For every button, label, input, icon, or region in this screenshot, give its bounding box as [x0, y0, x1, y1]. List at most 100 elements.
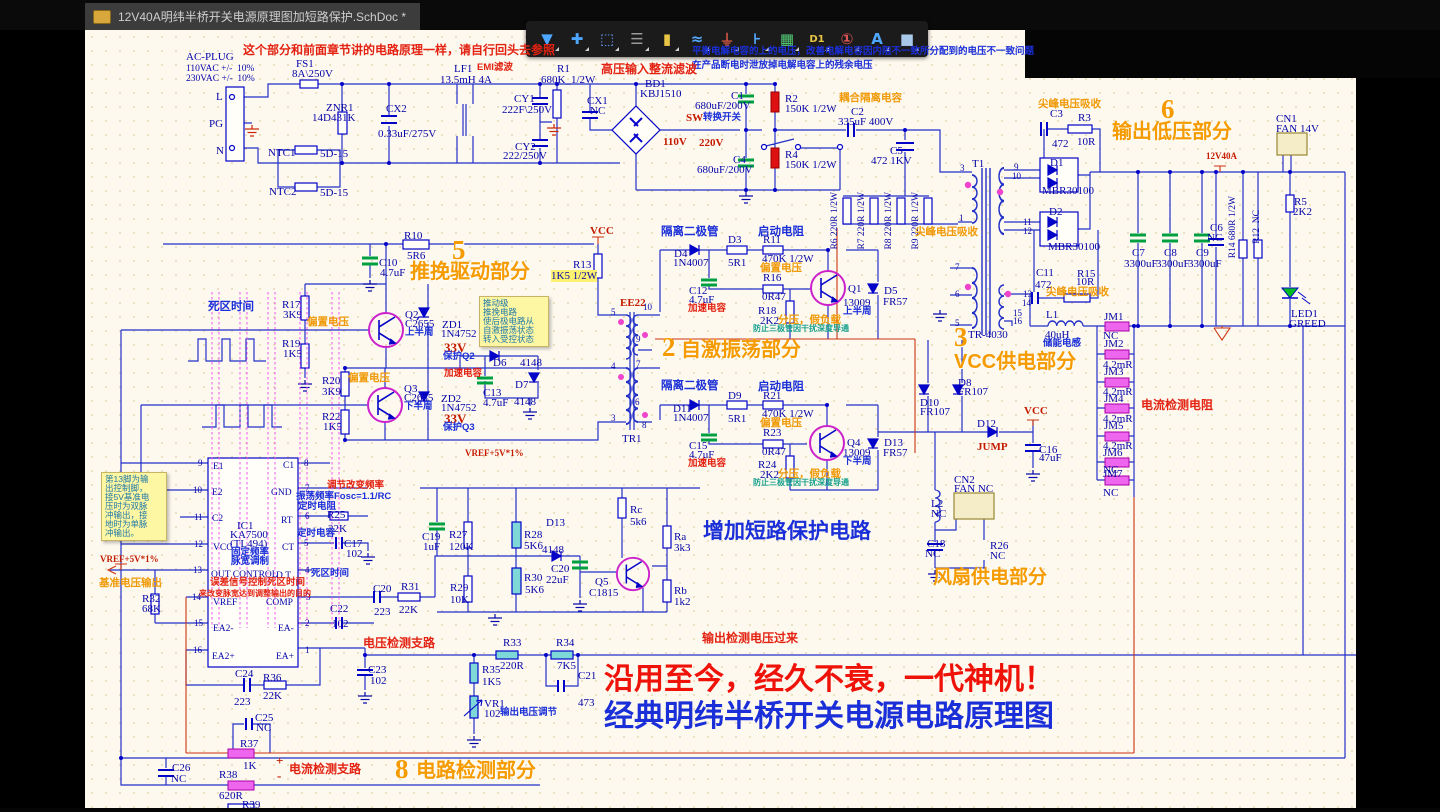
schematic-text-334[interactable]: Rc: [630, 504, 643, 516]
schematic-text-241[interactable]: VREF+5V*1%: [465, 448, 524, 458]
schematic-text-288[interactable]: 22K: [328, 523, 347, 535]
schematic-text-268[interactable]: RT: [281, 516, 293, 526]
schematic-text-174[interactable]: 保护Q3: [443, 422, 475, 433]
ref-r21[interactable]: R21: [763, 390, 782, 402]
ref-d7[interactable]: D7: [515, 379, 529, 391]
schematic-text-158[interactable]: 3K9: [322, 386, 341, 398]
ref-r2[interactable]: R2: [785, 93, 798, 105]
schematic-text-177[interactable]: 4148: [520, 357, 542, 369]
ref-e2[interactable]: E2: [212, 488, 223, 498]
schematic-text-15[interactable]: 0.33uF/275V: [378, 128, 437, 140]
schematic-text-320[interactable]: 1K: [243, 760, 257, 772]
schematic-text-94[interactable]: JUMP: [977, 441, 1008, 453]
ref-c11[interactable]: C11: [1036, 267, 1054, 279]
schematic-text-187[interactable]: 3: [611, 413, 616, 423]
schematic-text-355[interactable]: 输出检测电压过来: [702, 631, 799, 645]
ref-r28[interactable]: R28: [524, 529, 543, 541]
ref-c1[interactable]: C1: [731, 90, 744, 102]
schematic-text-246[interactable]: 68K: [142, 603, 161, 615]
ref-c2[interactable]: C2: [851, 106, 864, 118]
ref-r15[interactable]: R15: [1077, 268, 1096, 280]
ref-c1[interactable]: C1: [283, 461, 295, 471]
ref-l2[interactable]: L2: [931, 498, 944, 510]
ref-cy1[interactable]: CY1: [514, 93, 535, 105]
schematic-text-125[interactable]: GREED: [1289, 318, 1326, 330]
ref-kbj1510[interactable]: KBJ1510: [640, 88, 682, 100]
ref-c20[interactable]: C20: [373, 583, 392, 595]
schematic-text-192[interactable]: 8: [642, 420, 647, 430]
ref-q3[interactable]: Q3: [404, 383, 418, 395]
schematic-text-26[interactable]: 222/250V: [503, 150, 547, 162]
ref-mbr30100[interactable]: MBR30100: [1042, 185, 1094, 197]
ref-r3[interactable]: R3: [1078, 112, 1091, 124]
ref-r27[interactable]: R27: [449, 529, 468, 541]
schematic-text-86[interactable]: 储能电感: [1043, 338, 1082, 349]
schematic-text-258[interactable]: 5: [304, 538, 309, 548]
schematic-text-254[interactable]: 16: [193, 645, 202, 655]
schematic-text-213[interactable]: 2: [662, 332, 676, 362]
schematic-text-255[interactable]: 8: [304, 458, 309, 468]
ref-r19[interactable]: R19: [282, 338, 301, 350]
schematic-text-248[interactable]: 10: [193, 485, 202, 495]
schematic-text-88[interactable]: VCC供电部分: [954, 351, 1077, 373]
schematic-text-56[interactable]: 尖峰电压吸收: [1046, 286, 1109, 298]
ref-c2655[interactable]: C2655: [405, 318, 435, 330]
schematic-text-274[interactable]: COMP: [266, 598, 293, 608]
schematic-text-229[interactable]: 防止三极管因干扰深度导通: [753, 478, 849, 487]
ref-d13[interactable]: D13: [546, 517, 565, 529]
ref-r4[interactable]: R4: [785, 149, 798, 161]
ref-c3[interactable]: C3: [1050, 108, 1063, 120]
ref-r36[interactable]: R36: [263, 672, 282, 684]
schematic-text-106[interactable]: 风扇供电部分: [933, 567, 1048, 588]
power-port-icon[interactable]: ⏚: [714, 26, 740, 52]
schematic-text-292[interactable]: 死区时间: [311, 568, 350, 579]
schematic-text-291[interactable]: 102: [346, 548, 363, 560]
ref-lf1[interactable]: LF1: [454, 63, 473, 75]
schematic-text-147[interactable]: VCC: [590, 225, 614, 237]
schematic-text-61[interactable]: 9: [1014, 162, 1019, 172]
schematic-text-165[interactable]: 1N4752: [441, 328, 477, 340]
rectangle-icon[interactable]: ■: [894, 26, 920, 52]
schematic-text-129[interactable]: 4.2mR: [1103, 359, 1133, 371]
ref-r23[interactable]: R23: [763, 427, 782, 439]
schematic-text-33[interactable]: SW: [686, 112, 704, 124]
schematic-text-351[interactable]: 电压检测支路: [363, 636, 436, 650]
filter-icon[interactable]: ▼: [534, 26, 560, 52]
wire-icon[interactable]: ≈: [684, 26, 710, 52]
schematic-text-235[interactable]: 加速电容: [688, 458, 727, 469]
schematic-text-135[interactable]: 4.2mR: [1103, 440, 1133, 452]
schematic-text-257[interactable]: 6: [305, 511, 310, 521]
ref-r10[interactable]: R10: [404, 230, 423, 242]
schematic-text-272[interactable]: D.T: [276, 571, 292, 581]
text-string-icon[interactable]: A: [864, 26, 890, 52]
schematic-text-133[interactable]: 4.2mR: [1103, 413, 1133, 425]
schematic-text-55[interactable]: 尖峰电压吸收: [1038, 98, 1101, 110]
ref-e1[interactable]: E1: [213, 462, 224, 472]
schematic-text-0[interactable]: 这个部分和前面章节讲的电路原理一样，请自行回头去参照: [243, 43, 556, 57]
ref-c15[interactable]: C15: [689, 440, 708, 452]
schematic-text-339[interactable]: 1k2: [674, 596, 691, 608]
ref-r39[interactable]: R39: [242, 799, 261, 811]
schematic-text-116[interactable]: R14 680R 1/2W: [1228, 196, 1238, 259]
ref-zd2[interactable]: ZD2: [441, 393, 462, 405]
ref-ka7500[interactable]: KA7500: [230, 529, 268, 541]
schematic-text-142[interactable]: 推挽驱动部分: [410, 261, 530, 283]
schematic-text-107[interactable]: 6: [1161, 94, 1175, 124]
selection-icon[interactable]: ⬚: [594, 26, 620, 52]
schematic-text-69[interactable]: 7: [955, 262, 960, 272]
schematic-text-357[interactable]: 沿用至今，经久不衰，一代神机！: [604, 663, 1054, 696]
schematic-text-179[interactable]: 4.7uF: [483, 397, 509, 409]
ref-r33[interactable]: R33: [503, 637, 522, 649]
ref-r24[interactable]: R24: [758, 459, 777, 471]
schematic-text-38[interactable]: 680uF/200V: [695, 100, 751, 112]
schematic-text-6[interactable]: 230VAC +/- 10%: [186, 74, 255, 84]
ref-fr107[interactable]: FR107: [920, 406, 950, 418]
ref-c8[interactable]: C8: [1164, 247, 1177, 259]
schematic-text-329[interactable]: 4148: [542, 544, 564, 556]
schematic-text-232[interactable]: 加速电容: [688, 303, 727, 314]
ref-q2[interactable]: Q2: [405, 309, 419, 321]
ref-r31[interactable]: R31: [401, 581, 420, 593]
schematic-canvas[interactable]: [85, 30, 1356, 808]
schematic-text-65[interactable]: 13: [1023, 289, 1032, 299]
schematic-text-282[interactable]: 固定频率: [231, 547, 270, 558]
